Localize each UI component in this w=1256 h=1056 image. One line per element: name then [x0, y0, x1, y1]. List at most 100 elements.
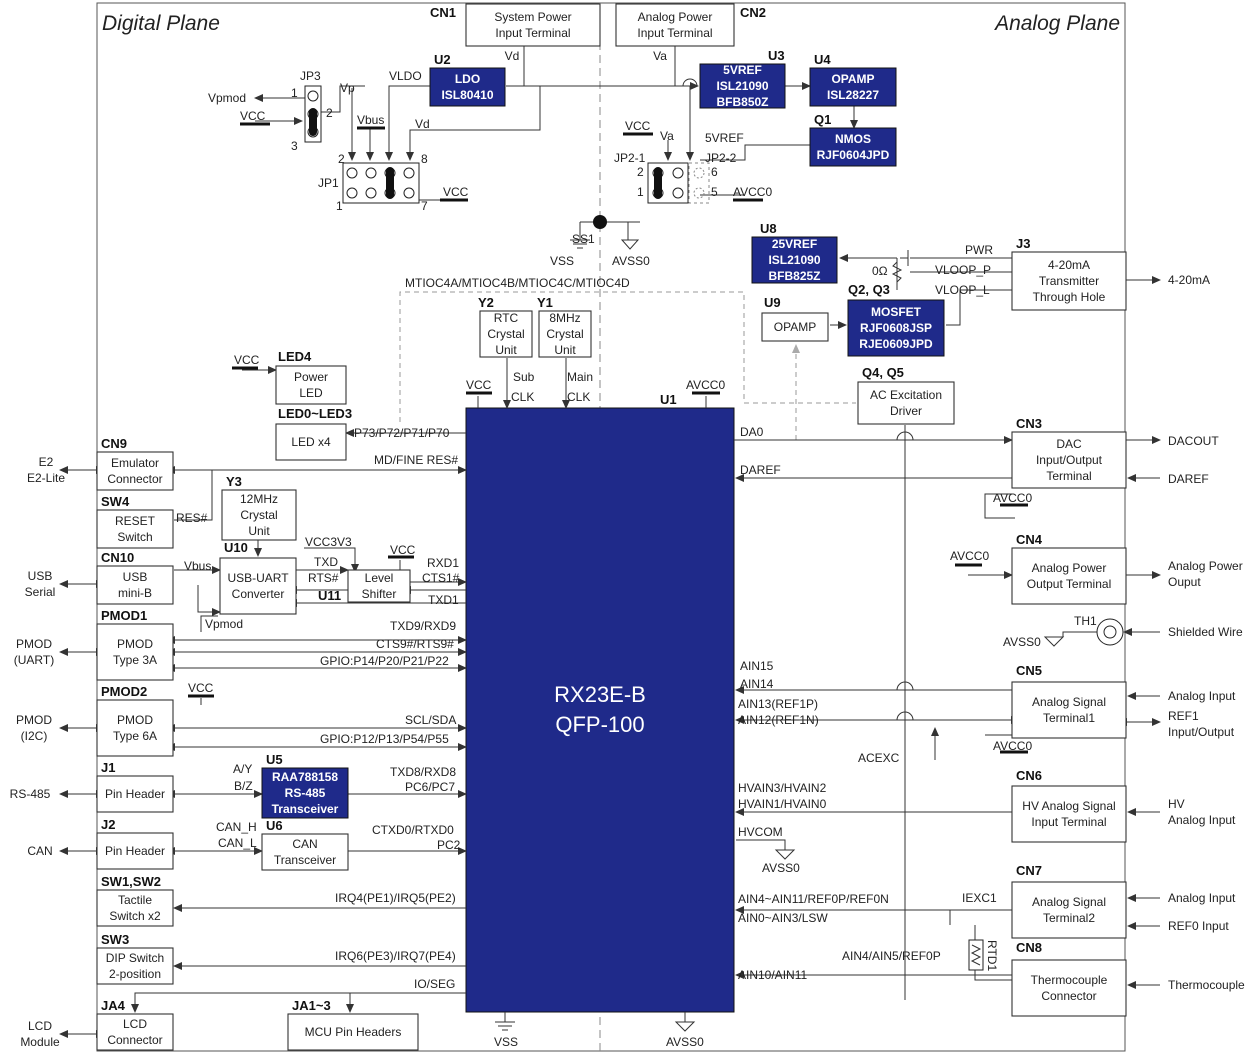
- signal-subclk: CLK: [511, 390, 534, 404]
- signal-vldo: VLDO: [389, 69, 422, 83]
- block-u11-line: Level: [365, 571, 394, 585]
- block-sw12-line: Tactile: [118, 893, 152, 907]
- block-led03-ref: LED0~LED3: [278, 406, 352, 421]
- block-cn10-box: [96, 565, 174, 605]
- block-ja4-line: Connector: [107, 1033, 162, 1047]
- signal-ctxd: CTXD0/RTXD0: [372, 823, 454, 837]
- signal-hvain3: HVAIN3/HVAIN2: [738, 781, 827, 795]
- block-led4-box: [275, 365, 347, 405]
- block-cn10-ref: CN10: [101, 550, 134, 565]
- signal-ain0_3: AIN0~AIN3/LSW: [738, 911, 828, 925]
- block-sw12-line: Switch x2: [109, 909, 161, 923]
- external-hv: HV: [1168, 797, 1185, 811]
- block-j1-box: [96, 775, 174, 813]
- block-sw4-box: [96, 509, 174, 549]
- signal-jp1_1: 1: [336, 199, 343, 213]
- block-cn2-ref: CN2: [740, 5, 766, 20]
- signal-daref2: DAREF: [740, 463, 781, 477]
- external-pmod_uart: (UART): [14, 653, 54, 667]
- block-y1-line: Unit: [554, 343, 576, 357]
- block-y3-line: Crystal: [240, 508, 277, 522]
- block-pmod1-line: Type 3A: [113, 653, 157, 667]
- block-ja4-ref: JA4: [101, 998, 126, 1013]
- mcu-package: QFP-100: [555, 712, 644, 737]
- signal-vref5: 5VREF: [705, 131, 744, 145]
- block-pmod2-box: [96, 699, 174, 757]
- block-u3-ref: U3: [768, 48, 785, 63]
- block-j2-ref: J2: [101, 817, 115, 832]
- block-cn10-line: mini-B: [118, 586, 152, 600]
- signal-vcc7: VCC: [188, 681, 214, 695]
- block-cn2-line: Input Terminal: [637, 26, 712, 40]
- signal-ss1: SS1: [572, 232, 595, 246]
- block-u5-box: [261, 767, 349, 819]
- block-cn4-ref: CN4: [1016, 532, 1043, 547]
- block-cn1-line: System Power: [494, 10, 571, 24]
- block-cn9-line: Emulator: [111, 456, 159, 470]
- block-cn8-ref: CN8: [1016, 940, 1042, 955]
- signal-vss1: VSS: [550, 254, 574, 268]
- block-cn4-line: Output Terminal: [1027, 577, 1112, 591]
- block-pmod1-line: PMOD: [117, 637, 153, 651]
- plane-title-analog: Analog Plane: [993, 12, 1120, 35]
- block-cn6-line: Input Terminal: [1031, 815, 1106, 829]
- block-cn3-line: Terminal: [1046, 469, 1091, 483]
- signal-acexc: ACEXC: [858, 751, 900, 765]
- block-q1-ref: Q1: [814, 112, 831, 127]
- block-sw4-line: RESET: [115, 514, 156, 528]
- block-sw12-ref: SW1,SW2: [101, 874, 161, 889]
- block-q45-line: AC Excitation: [870, 388, 942, 402]
- block-ja4-box: [96, 1013, 174, 1051]
- external-lcd: Module: [20, 1035, 60, 1049]
- block-u2-line: ISL80410: [441, 88, 493, 102]
- signal-vbus1: Vbus: [357, 113, 384, 127]
- signal-vcc5: VCC: [466, 378, 492, 392]
- block-u2-box: [429, 67, 506, 107]
- block-u6-line: CAN: [292, 837, 317, 851]
- signal-jp1: JP1: [318, 176, 339, 190]
- block-u6-box: [261, 833, 349, 871]
- plane-title-digital: Digital Plane: [102, 12, 220, 35]
- signal-vss2: VSS: [494, 1035, 518, 1049]
- block-sw3-line: 2-position: [109, 967, 161, 981]
- signal-mainclk: CLK: [567, 390, 590, 404]
- signal-rtd1: RTD1: [985, 940, 999, 971]
- block-u5-line: RS-485: [285, 786, 326, 800]
- external-ref1: REF1: [1168, 709, 1199, 723]
- signal-vd2: Vd: [415, 117, 430, 131]
- signal-jp1_2: 2: [338, 152, 345, 166]
- signal-th1: TH1: [1074, 614, 1097, 628]
- block-u4-ref: U4: [814, 52, 831, 67]
- block-u6-ref: U6: [266, 818, 283, 833]
- block-led4-ref: LED4: [278, 349, 312, 364]
- signal-txd8: TXD8/RXD8: [390, 765, 456, 779]
- block-pmod1-box: [96, 623, 174, 681]
- signal-vd1: Vd: [505, 49, 520, 63]
- signal-gpio2: GPIO:P12/P13/P54/P55: [320, 732, 449, 746]
- signal-ain13: AIN13(REF1P): [738, 697, 818, 711]
- signal-mtioc: MTIOC4A/MTIOC4B/MTIOC4C/MTIOC4D: [405, 276, 630, 290]
- signal-mdfine: MD/FINE RES#: [374, 453, 458, 467]
- signal-gpio1: GPIO:P14/P20/P21/P22: [320, 654, 449, 668]
- block-cn5-line: Analog Signal: [1032, 695, 1106, 709]
- signal-irq45: IRQ4(PE1)/IRQ5(PE2): [335, 891, 456, 905]
- block-y1-line: Crystal: [546, 327, 583, 341]
- block-ja13-line: MCU Pin Headers: [305, 1025, 402, 1039]
- signal-vcc4: VCC: [234, 353, 260, 367]
- block-cn7-ref: CN7: [1016, 863, 1042, 878]
- block-u10-line: Converter: [232, 587, 285, 601]
- block-y3-ref: Y3: [226, 474, 242, 489]
- external-tc: Thermocouple: [1168, 978, 1245, 992]
